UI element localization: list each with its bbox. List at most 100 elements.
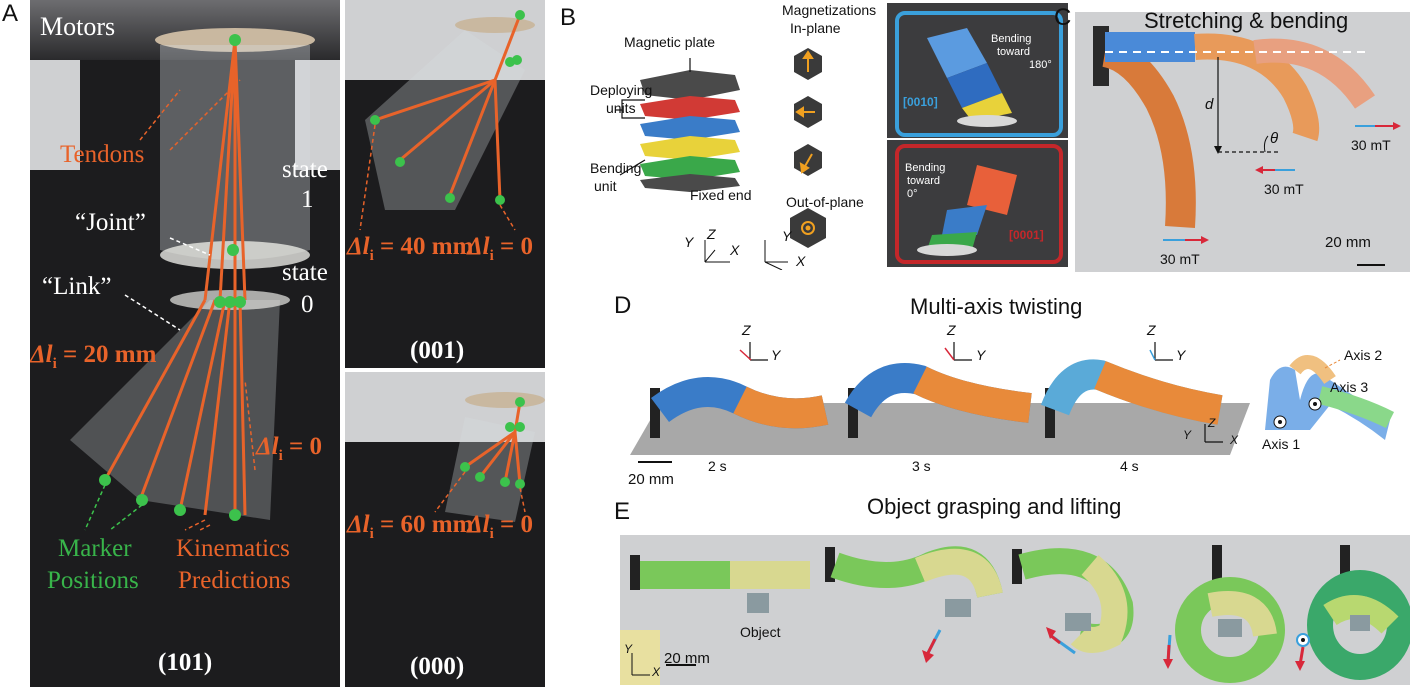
magnetizations-label: Magnetizations xyxy=(782,2,877,18)
panel-d-title: Multi-axis twisting xyxy=(910,294,1083,319)
equals-sign: = xyxy=(493,233,521,260)
fixed-end-label: Fixed end xyxy=(690,187,752,203)
delta-l-subscript: i xyxy=(489,526,494,542)
delta-l-symbol: Δl xyxy=(347,511,370,538)
d-label: d xyxy=(1205,96,1214,113)
code-0010: [0010] xyxy=(903,95,938,109)
in-plane-label: In-plane xyxy=(790,20,841,36)
axis-label-x: X xyxy=(730,242,740,258)
bending-unit-label-line2: unit xyxy=(594,178,617,194)
panel-c-background xyxy=(1075,12,1410,272)
time-3s: 3 s xyxy=(912,458,931,474)
equals-sign: = xyxy=(373,233,401,260)
delta-l-symbol: Δl xyxy=(256,433,279,460)
panel-label-e: E xyxy=(614,498,631,525)
bend180-label-line1: Bending xyxy=(991,33,1032,45)
robot-bend-180-illustration xyxy=(927,28,1017,127)
panel-label-a: A xyxy=(2,0,19,27)
deploying-label-line2: units xyxy=(606,100,636,116)
photo-panel-a-main: Motors Tendons state 1 “Joint” state 0 “… xyxy=(30,0,340,687)
twisting-sequence xyxy=(630,342,1395,463)
deploying-unit-diagram xyxy=(615,48,826,270)
field-label-1: 30 mT xyxy=(1351,137,1391,153)
delta-l-40-label: Δli = 40 mm xyxy=(347,232,473,271)
delta-l-0-label-000: Δli = 0 xyxy=(467,510,533,549)
delta-l-symbol: Δl xyxy=(467,233,490,260)
bending-0-photo: Bending toward 0° [0001] xyxy=(887,140,1068,267)
axis1-label: Axis 1 xyxy=(1262,436,1301,452)
marker-label-line1: Marker xyxy=(58,535,132,562)
stretch-bend-illustration xyxy=(1093,26,1401,266)
delta-l-0-label: Δli = 0 xyxy=(256,432,322,471)
axis-z-d3: Z xyxy=(1147,322,1156,338)
axis-label-z: Z xyxy=(707,226,716,242)
delta-l-subscript: i xyxy=(369,248,374,264)
bend0-label-line2: toward xyxy=(907,175,941,187)
kinematics-label-line1: Kinematics xyxy=(176,535,290,562)
delta-l-subscript: i xyxy=(369,526,374,542)
robot-illustration-a-001 xyxy=(345,0,545,231)
red-frame xyxy=(895,144,1063,264)
state0-label-line2: 0 xyxy=(301,291,314,318)
axis-z-d1: Z xyxy=(742,322,751,338)
panel-label-b: B xyxy=(560,4,577,31)
delta-l-value: 0 xyxy=(520,511,534,538)
panel-e-background xyxy=(620,535,1410,685)
panel-c-title: Stretching & bending xyxy=(1144,8,1349,33)
delta-l-subscript: i xyxy=(278,448,283,464)
deploying-label-line1: Deploying xyxy=(590,82,653,98)
link-label: “Link” xyxy=(42,273,112,300)
magnetic-plate-label: Magnetic plate xyxy=(624,34,716,50)
robot-bend-0-illustration xyxy=(917,165,1017,256)
bend180-label-line3: 180° xyxy=(1029,59,1052,71)
time-2s: 2 s xyxy=(708,458,727,474)
tendons-label: Tendons xyxy=(60,141,145,168)
field-label-2: 30 mT xyxy=(1264,181,1304,197)
panel-c-scale-label: 20 mm xyxy=(1325,234,1371,251)
panel-d-scale-label: 20 mm xyxy=(628,471,674,488)
axis-x-e: X xyxy=(652,665,661,679)
bending-unit-label-line1: Bending xyxy=(590,160,642,176)
equals-sign: = xyxy=(493,511,521,538)
bend0-label-line3: 0° xyxy=(907,188,918,200)
bend0-label-line1: Bending xyxy=(905,162,946,174)
theta-label: θ xyxy=(1270,130,1279,147)
axis-z-d4: Z xyxy=(1208,416,1216,430)
robot-illustration-a-main xyxy=(30,0,340,531)
axis-label-y: Y xyxy=(684,234,694,250)
axis3-label: Axis 3 xyxy=(1330,379,1369,395)
state0-label-line1: state xyxy=(282,259,328,286)
kinematics-label-line2: Predictions xyxy=(178,567,291,594)
axis-y-d4: Y xyxy=(1183,428,1192,442)
equals-sign: = xyxy=(282,433,310,460)
field-label-3: 30 mT xyxy=(1160,251,1200,267)
blue-frame xyxy=(895,11,1063,137)
axis-z-d2: Z xyxy=(947,322,956,338)
out-of-plane-label: Out-of-plane xyxy=(786,194,864,210)
motors-label: Motors xyxy=(40,12,116,41)
state-code-000: (000) xyxy=(410,653,465,680)
robot-illustration-a-000 xyxy=(345,372,545,522)
delta-l-value: 0 xyxy=(309,433,323,460)
delta-l-subscript: i xyxy=(489,248,494,264)
panel-label-d: D xyxy=(614,292,632,319)
axis-y-d3: Y xyxy=(1176,347,1186,363)
equals-sign: = xyxy=(56,341,84,368)
delta-l-20-label: Δli = 20 mm xyxy=(30,340,156,379)
axis-y-d1: Y xyxy=(771,347,781,363)
delta-l-value: 60 mm xyxy=(400,511,474,538)
axis2-label: Axis 2 xyxy=(1344,347,1383,363)
equals-sign: = xyxy=(373,511,401,538)
panel-e-title: Object grasping and lifting xyxy=(867,494,1122,519)
axis-x-d4: X xyxy=(1230,433,1239,447)
panel-label-c: C xyxy=(1054,4,1072,31)
bend180-label-line2: toward xyxy=(997,46,1031,58)
state-code-001: (001) xyxy=(410,337,465,364)
object-label: Object xyxy=(740,624,781,640)
delta-l-subscript: i xyxy=(52,356,57,372)
state1-label-line2: 1 xyxy=(301,186,314,213)
time-4s: 4 s xyxy=(1120,458,1139,474)
marker-label-line2: Positions xyxy=(47,567,139,594)
bending-180-photo: Bending toward 180° [0010] xyxy=(887,3,1068,138)
state-code-101: (101) xyxy=(158,649,213,676)
